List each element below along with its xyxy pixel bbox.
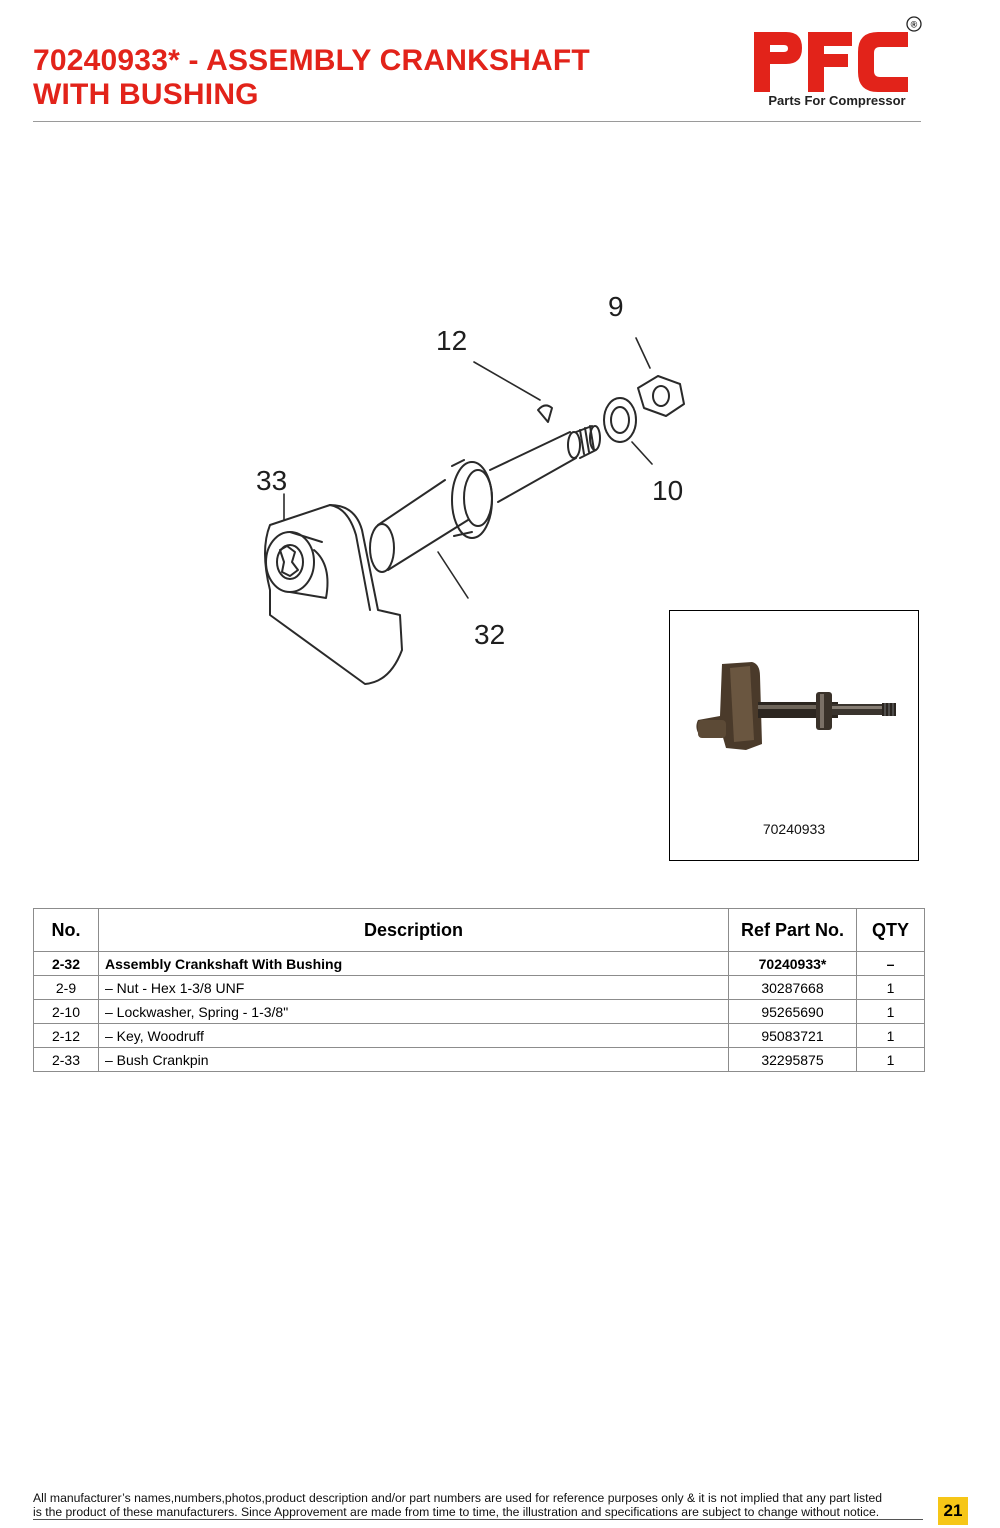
col-header-ref: Ref Part No. <box>728 908 857 952</box>
logo-tagline: Parts For Compressor <box>768 93 906 108</box>
cell-qty: 1 <box>856 1023 925 1048</box>
table-header-row: No. Description Ref Part No. QTY <box>33 908 925 952</box>
cell-ref: 32295875 <box>728 1047 857 1072</box>
cell-no: 2-32 <box>33 951 99 976</box>
table-row: 2-10 – Lockwasher, Spring - 1-3/8" 95265… <box>33 999 925 1024</box>
cell-ref: 95083721 <box>728 1023 857 1048</box>
header-divider <box>33 121 921 122</box>
page-number-badge: 21 <box>938 1497 968 1525</box>
col-header-qty: QTY <box>856 908 925 952</box>
cell-ref: 70240933* <box>728 951 857 976</box>
disclaimer-line-2: is the product of these manufacturers. S… <box>33 1505 880 1519</box>
pfc-logo: ® <box>754 16 922 92</box>
parts-table: No. Description Ref Part No. QTY 2-32 As… <box>33 908 925 1072</box>
cell-description: – Key, Woodruff <box>98 1023 729 1048</box>
registered-mark: ® <box>911 20 918 30</box>
cell-qty: 1 <box>856 1047 925 1072</box>
cell-no: 2-33 <box>33 1047 99 1072</box>
page-title: 70240933* - ASSEMBLY CRANKSHAFT WITH BUS… <box>33 44 673 112</box>
cell-description: – Nut - Hex 1-3/8 UNF <box>98 975 729 1000</box>
footer-divider <box>33 1519 923 1520</box>
callout-12: 12 <box>436 325 467 356</box>
col-header-no: No. <box>33 908 99 952</box>
col-header-description: Description <box>98 908 729 952</box>
callout-33: 33 <box>256 465 287 496</box>
cell-ref: 95265690 <box>728 999 857 1024</box>
callout-9: 9 <box>608 291 624 322</box>
cell-description: Assembly Crankshaft With Bushing <box>98 951 729 976</box>
table-row: 2-9 – Nut - Hex 1-3/8 UNF 30287668 1 <box>33 975 925 1000</box>
cell-description: – Lockwasher, Spring - 1-3/8" <box>98 999 729 1024</box>
product-photo-box: 70240933 <box>669 610 919 861</box>
cell-qty: 1 <box>856 999 925 1024</box>
page-title-line-2: WITH BUSHING <box>33 78 259 111</box>
table-row: 2-12 – Key, Woodruff 95083721 1 <box>33 1023 925 1048</box>
table-row: 2-33 – Bush Crankpin 32295875 1 <box>33 1047 925 1072</box>
callout-32: 32 <box>474 619 505 650</box>
callout-10: 10 <box>652 475 683 506</box>
cell-no: 2-12 <box>33 1023 99 1048</box>
footer-disclaimer: All manufacturer’s names,numbers,photos,… <box>33 1491 923 1519</box>
cell-description: – Bush Crankpin <box>98 1047 729 1072</box>
exploded-diagram: 9 12 10 33 32 <box>256 291 685 685</box>
cell-qty: 1 <box>856 975 925 1000</box>
photo-caption: 70240933 <box>762 821 826 837</box>
crankshaft-photo <box>696 662 896 750</box>
cell-no: 2-10 <box>33 999 99 1024</box>
disclaimer-line-1: All manufacturer’s names,numbers,photos,… <box>33 1491 883 1505</box>
cell-no: 2-9 <box>33 975 99 1000</box>
cell-ref: 30287668 <box>728 975 857 1000</box>
cell-qty: – <box>856 951 925 976</box>
table-row: 2-32 Assembly Crankshaft With Bushing 70… <box>33 951 925 976</box>
page-title-line-1: 70240933* - ASSEMBLY CRANKSHAFT <box>33 44 590 77</box>
